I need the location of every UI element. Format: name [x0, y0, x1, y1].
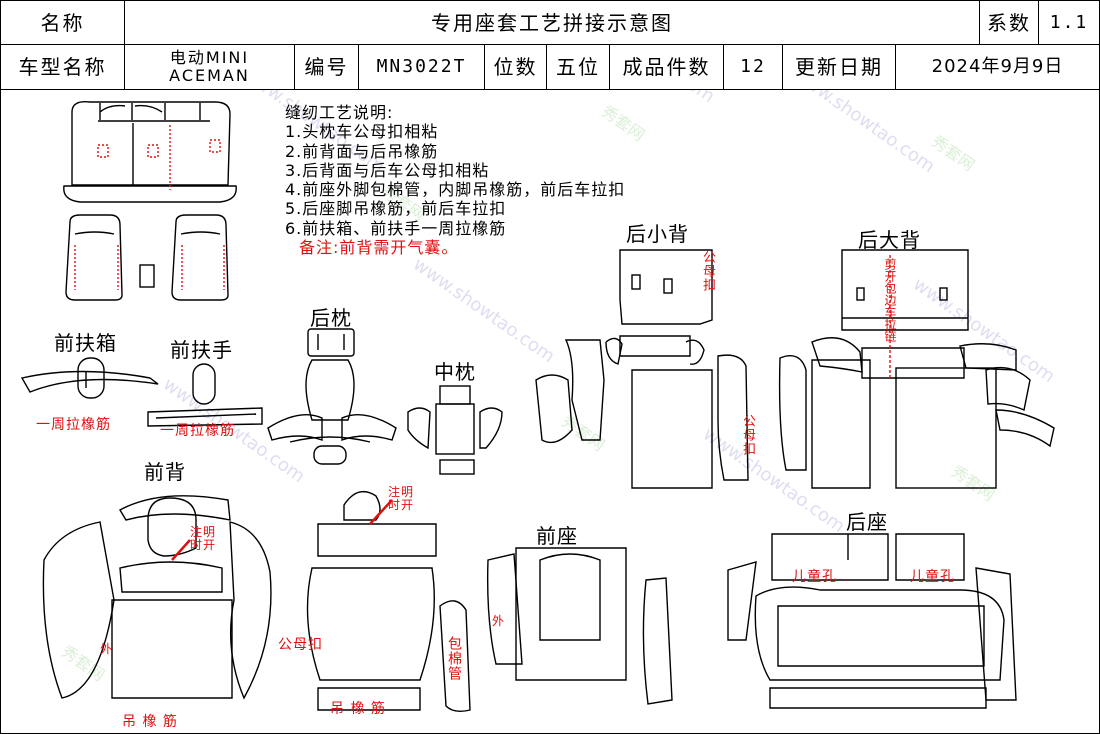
- notes-item: 3.后背面与后车公母扣相粘: [285, 160, 490, 180]
- notes-item: 1.头枕车公母扣相粘: [285, 122, 439, 142]
- date-label: 更新日期: [782, 44, 896, 90]
- front-back-pieces: [42, 495, 272, 700]
- part-label-rear-seat: 后座: [846, 510, 888, 534]
- model-line2: ACEMAN: [169, 66, 250, 85]
- annotation-pipe: 包棉管: [446, 636, 462, 681]
- annotation-elastic: 一周拉橡筋: [36, 417, 111, 433]
- notes-item: 4.前座外脚包棉管，内脚吊橡筋，前后车拉扣: [285, 180, 626, 200]
- annotation-snap: 公母扣: [278, 637, 323, 653]
- annotation-snap: 公母扣: [700, 250, 715, 292]
- rear-pillow-pieces: [267, 328, 397, 465]
- code-value: MN3022T: [358, 44, 485, 90]
- annotation-airbag-note: 注明时开: [190, 525, 217, 552]
- part-label-rear-pillow: 后枕: [310, 306, 352, 330]
- part-label-rear-small-back: 后小背: [626, 222, 689, 246]
- part-label-middle-pillow: 中枕: [434, 360, 476, 384]
- overview-red-marks: [74, 125, 225, 290]
- annotation-outer: 外: [492, 614, 506, 628]
- front-back-center-pieces: [306, 490, 471, 713]
- annotation-cut-open: 剪开包边车拉链: [883, 258, 897, 342]
- middle-pillow-pieces: [407, 385, 503, 475]
- notes-item: 2.前背面与后吊橡筋: [285, 141, 439, 161]
- part-label-front-armbox: 前扶箱: [54, 331, 117, 355]
- notes-remark: 备注:前背需开气囊。: [299, 238, 459, 258]
- code-label: 编号: [294, 44, 359, 90]
- coef-label: 系数: [979, 0, 1039, 45]
- date-value: 2024年9月9日: [895, 44, 1100, 90]
- annotation-hang-elastic: 吊 橡 筋: [330, 701, 386, 717]
- part-label-front-armrest: 前扶手: [170, 338, 233, 362]
- annotation-child-hole: 儿童孔: [792, 569, 837, 585]
- front-armbox-pieces: [20, 357, 159, 399]
- front-seat-pieces: [486, 547, 673, 705]
- front-armrest-pieces: [147, 363, 263, 427]
- sewing-notes: 缝纫工艺说明: 1.头枕车公母扣相粘 2.前背面与后吊橡筋 3.后背面与后车公母…: [285, 103, 625, 257]
- notes-item: 5.后座脚吊橡筋，前后车拉扣: [285, 199, 507, 219]
- annotation-snap: 公母扣: [740, 414, 755, 456]
- airbag-arrows: [171, 499, 393, 561]
- annotation-airbag-note: 注明时开: [388, 485, 415, 512]
- seats-value: 五位: [546, 44, 610, 90]
- part-label-front-back: 前背: [144, 460, 186, 484]
- seats-label: 位数: [484, 44, 547, 90]
- rear-big-back-pieces: [778, 249, 1055, 489]
- part-label-rear-big-back: 后大背: [858, 228, 921, 252]
- pieces-label: 成品件数: [609, 44, 724, 90]
- model-line1: 电动MINI: [169, 48, 250, 67]
- rear-small-back-pieces: [535, 249, 749, 489]
- annotation-hang-elastic: 吊 橡 筋: [122, 714, 178, 730]
- notes-item: 6.前扶箱、前扶手一周拉橡筋: [285, 218, 507, 238]
- notes-title: 缝纫工艺说明:: [285, 103, 394, 122]
- annotation-elastic: 一周拉橡筋: [160, 423, 235, 439]
- model-name: 电动MINI ACEMAN: [124, 44, 295, 90]
- annotation-outer: 外: [100, 642, 114, 656]
- annotation-child-hole: 儿童孔: [910, 569, 955, 585]
- part-label-front-seat: 前座: [536, 524, 578, 548]
- rear-seat-pieces: [727, 533, 1017, 709]
- seat-overview-illustration: [63, 101, 237, 301]
